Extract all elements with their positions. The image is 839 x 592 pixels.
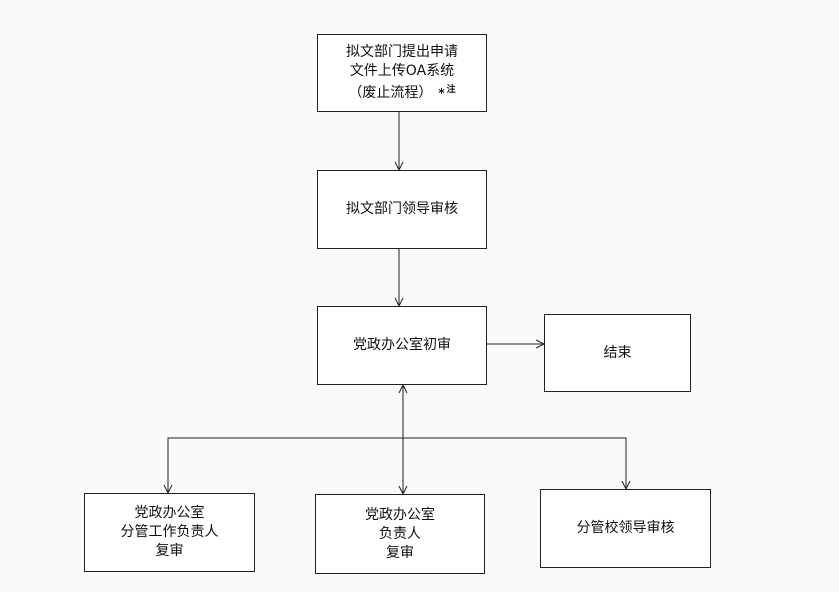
arrow-branch-to-office-vp [168, 437, 403, 493]
node-office-head-line-1: 党政办公室 [365, 506, 435, 523]
node-dept-leader-label: 拟文部门领导审核 [346, 201, 458, 217]
footnote-star: * [438, 86, 445, 100]
node-office-vp-line-3: 复审 [155, 543, 184, 559]
node-school-leader-review: 分管校领导审核 [540, 489, 711, 568]
node-office-vp-line-1: 党政办公室 [134, 505, 205, 521]
node-office-first-label: 党政办公室初审 [353, 337, 451, 353]
arrow-branch-to-school-leader [403, 437, 626, 489]
node-office-head-review: 党政办公室 负责人 复审 [315, 494, 485, 574]
node-dept-leader-review: 拟文部门领导审核 [317, 170, 487, 249]
node-end: 结束 [544, 314, 691, 392]
node-submit-line-1: 拟文部门提出申请 [346, 44, 458, 60]
footnote-marker: 注 [446, 85, 456, 95]
node-office-first-review: 党政办公室初审 [317, 306, 487, 385]
node-office-vp-review: 党政办公室 分管工作负责人 复审 [84, 493, 255, 572]
node-office-vp-line-2: 分管工作负责人 [120, 524, 219, 540]
node-submit-line-3-text: （废止流程） [348, 85, 433, 101]
node-submit-line-2: 文件上传OA系统 [349, 63, 455, 79]
node-end-label: 结束 [603, 344, 632, 361]
node-office-head-line-2: 负责人 [379, 525, 421, 542]
node-submit-line-3: （废止流程） *注 [346, 81, 458, 103]
node-submit-application: 拟文部门提出申请 文件上传OA系统 （废止流程） *注 [317, 34, 487, 112]
node-office-head-line-3: 复审 [386, 544, 414, 561]
node-school-leader-label: 分管校领导审核 [576, 520, 675, 536]
